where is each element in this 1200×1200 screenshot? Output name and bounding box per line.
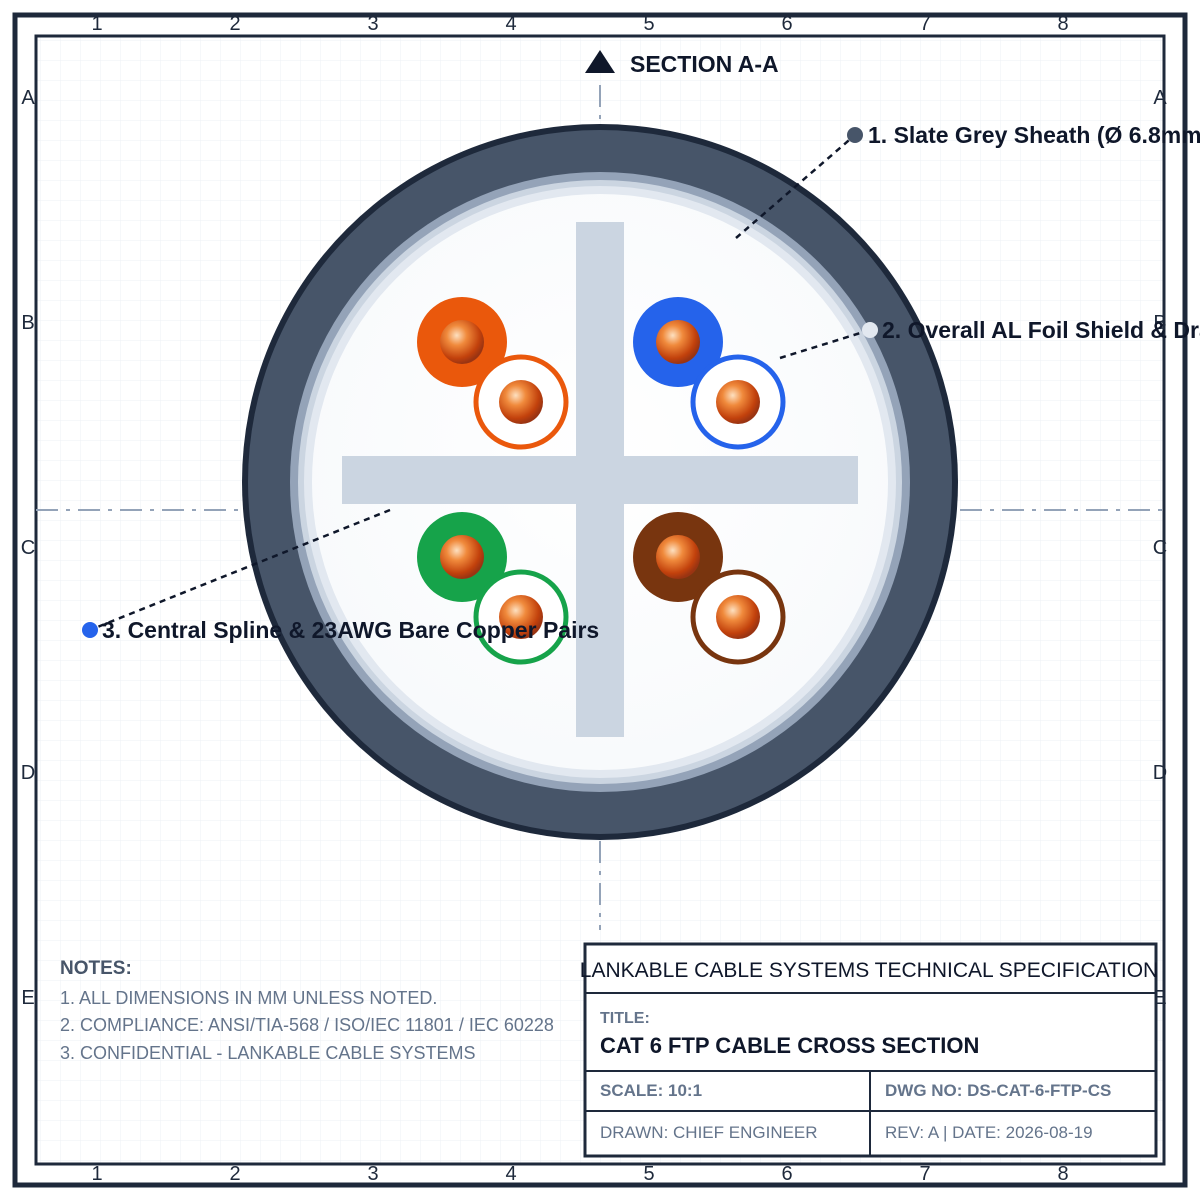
drawn-by-field: DRAWN: CHIEF ENGINEER (600, 1123, 818, 1142)
row-label-right-b: B (1153, 312, 1166, 334)
scale-field: SCALE: 10:1 (600, 1081, 702, 1100)
row-label-right-c: C (1153, 537, 1167, 559)
col-label-top-3: 3 (367, 13, 378, 35)
col-label-bottom-3: 3 (367, 1163, 378, 1185)
col-label-top-7: 7 (919, 13, 930, 35)
drawing-title: CAT 6 FTP CABLE CROSS SECTION (600, 1033, 979, 1058)
leader-line (779, 328, 871, 360)
col-label-top-6: 6 (781, 13, 792, 35)
copper-conductor (499, 380, 543, 424)
leader-line (735, 134, 856, 239)
leader-line (89, 508, 391, 632)
col-label-top-8: 8 (1057, 13, 1068, 35)
col-label-bottom-4: 4 (505, 1163, 516, 1185)
col-label-bottom-8: 8 (1057, 1163, 1068, 1185)
note-item-1: 1. ALL DIMENSIONS IN MM UNLESS NOTED. (60, 988, 437, 1008)
callout-2: 2. Overall AL Foil Shield & Drain (779, 317, 1200, 360)
callout-dot (82, 622, 98, 638)
column-labels: 1 2 3 4 5 6 7 8 1 2 3 4 5 6 7 8 (91, 13, 1068, 1185)
col-label-bottom-7: 7 (919, 1163, 930, 1185)
col-label-bottom-5: 5 (643, 1163, 654, 1185)
callout-label-shield: 2. Overall AL Foil Shield & Drain (882, 317, 1200, 343)
col-label-top-5: 5 (643, 13, 654, 35)
cable-cross-section (242, 124, 958, 840)
copper-conductor (716, 380, 760, 424)
pair-brown (633, 512, 786, 665)
row-label-left-c: C (21, 537, 35, 559)
row-label-left-b: B (21, 312, 34, 334)
copper-conductor (440, 320, 484, 364)
col-label-top-1: 1 (91, 13, 102, 35)
callout-label-spline: 3. Central Spline & 23AWG Bare Copper Pa… (102, 617, 599, 643)
col-label-bottom-1: 1 (91, 1163, 102, 1185)
callout-3: 3. Central Spline & 23AWG Bare Copper Pa… (82, 508, 599, 643)
col-label-top-2: 2 (229, 13, 240, 35)
notes-block: NOTES: 1. ALL DIMENSIONS IN MM UNLESS NO… (60, 958, 554, 1063)
copper-conductor (440, 535, 484, 579)
row-label-left-e: E (21, 987, 34, 1009)
col-label-bottom-6: 6 (781, 1163, 792, 1185)
pair-green (417, 512, 569, 665)
note-item-2: 2. COMPLIANCE: ANSI/TIA-568 / ISO/IEC 11… (60, 1015, 554, 1035)
section-arrow-icon (585, 50, 615, 73)
callout-dot (847, 127, 863, 143)
title-label: TITLE: (600, 1010, 650, 1027)
outer-frame (12, 12, 1188, 1188)
callout-dot (862, 322, 878, 338)
copper-conductor (499, 595, 543, 639)
spline-horizontal (342, 456, 858, 504)
col-label-bottom-2: 2 (229, 1163, 240, 1185)
row-label-left-d: D (21, 762, 35, 784)
company-name: LANKABLE CABLE SYSTEMS TECHNICAL SPECIFI… (580, 959, 1158, 982)
inner-frame (34, 34, 1166, 1166)
callout-1: 1. Slate Grey Sheath (Ø 6.8mm) (735, 122, 1200, 239)
row-label-right-d: D (1153, 762, 1167, 784)
note-item-3: 3. CONFIDENTIAL - LANKABLE CABLE SYSTEMS (60, 1043, 475, 1063)
row-label-left-a: A (21, 87, 35, 109)
copper-conductor (656, 535, 700, 579)
section-label: SECTION A-A (630, 51, 779, 77)
dwg-no-field: DWG NO: DS-CAT-6-FTP-CS (885, 1081, 1111, 1100)
copper-conductor (716, 595, 760, 639)
title-block: LANKABLE CABLE SYSTEMS TECHNICAL SPECIFI… (580, 942, 1158, 1158)
rev-date-field: REV: A | DATE: 2026-08-19 (885, 1123, 1093, 1142)
copper-conductor (656, 320, 700, 364)
row-label-right-a: A (1153, 87, 1167, 109)
col-label-top-4: 4 (505, 13, 516, 35)
pair-orange (417, 297, 569, 450)
callout-label-sheath: 1. Slate Grey Sheath (Ø 6.8mm) (868, 122, 1200, 148)
pair-blue (633, 297, 786, 450)
notes-heading: NOTES: (60, 958, 132, 979)
